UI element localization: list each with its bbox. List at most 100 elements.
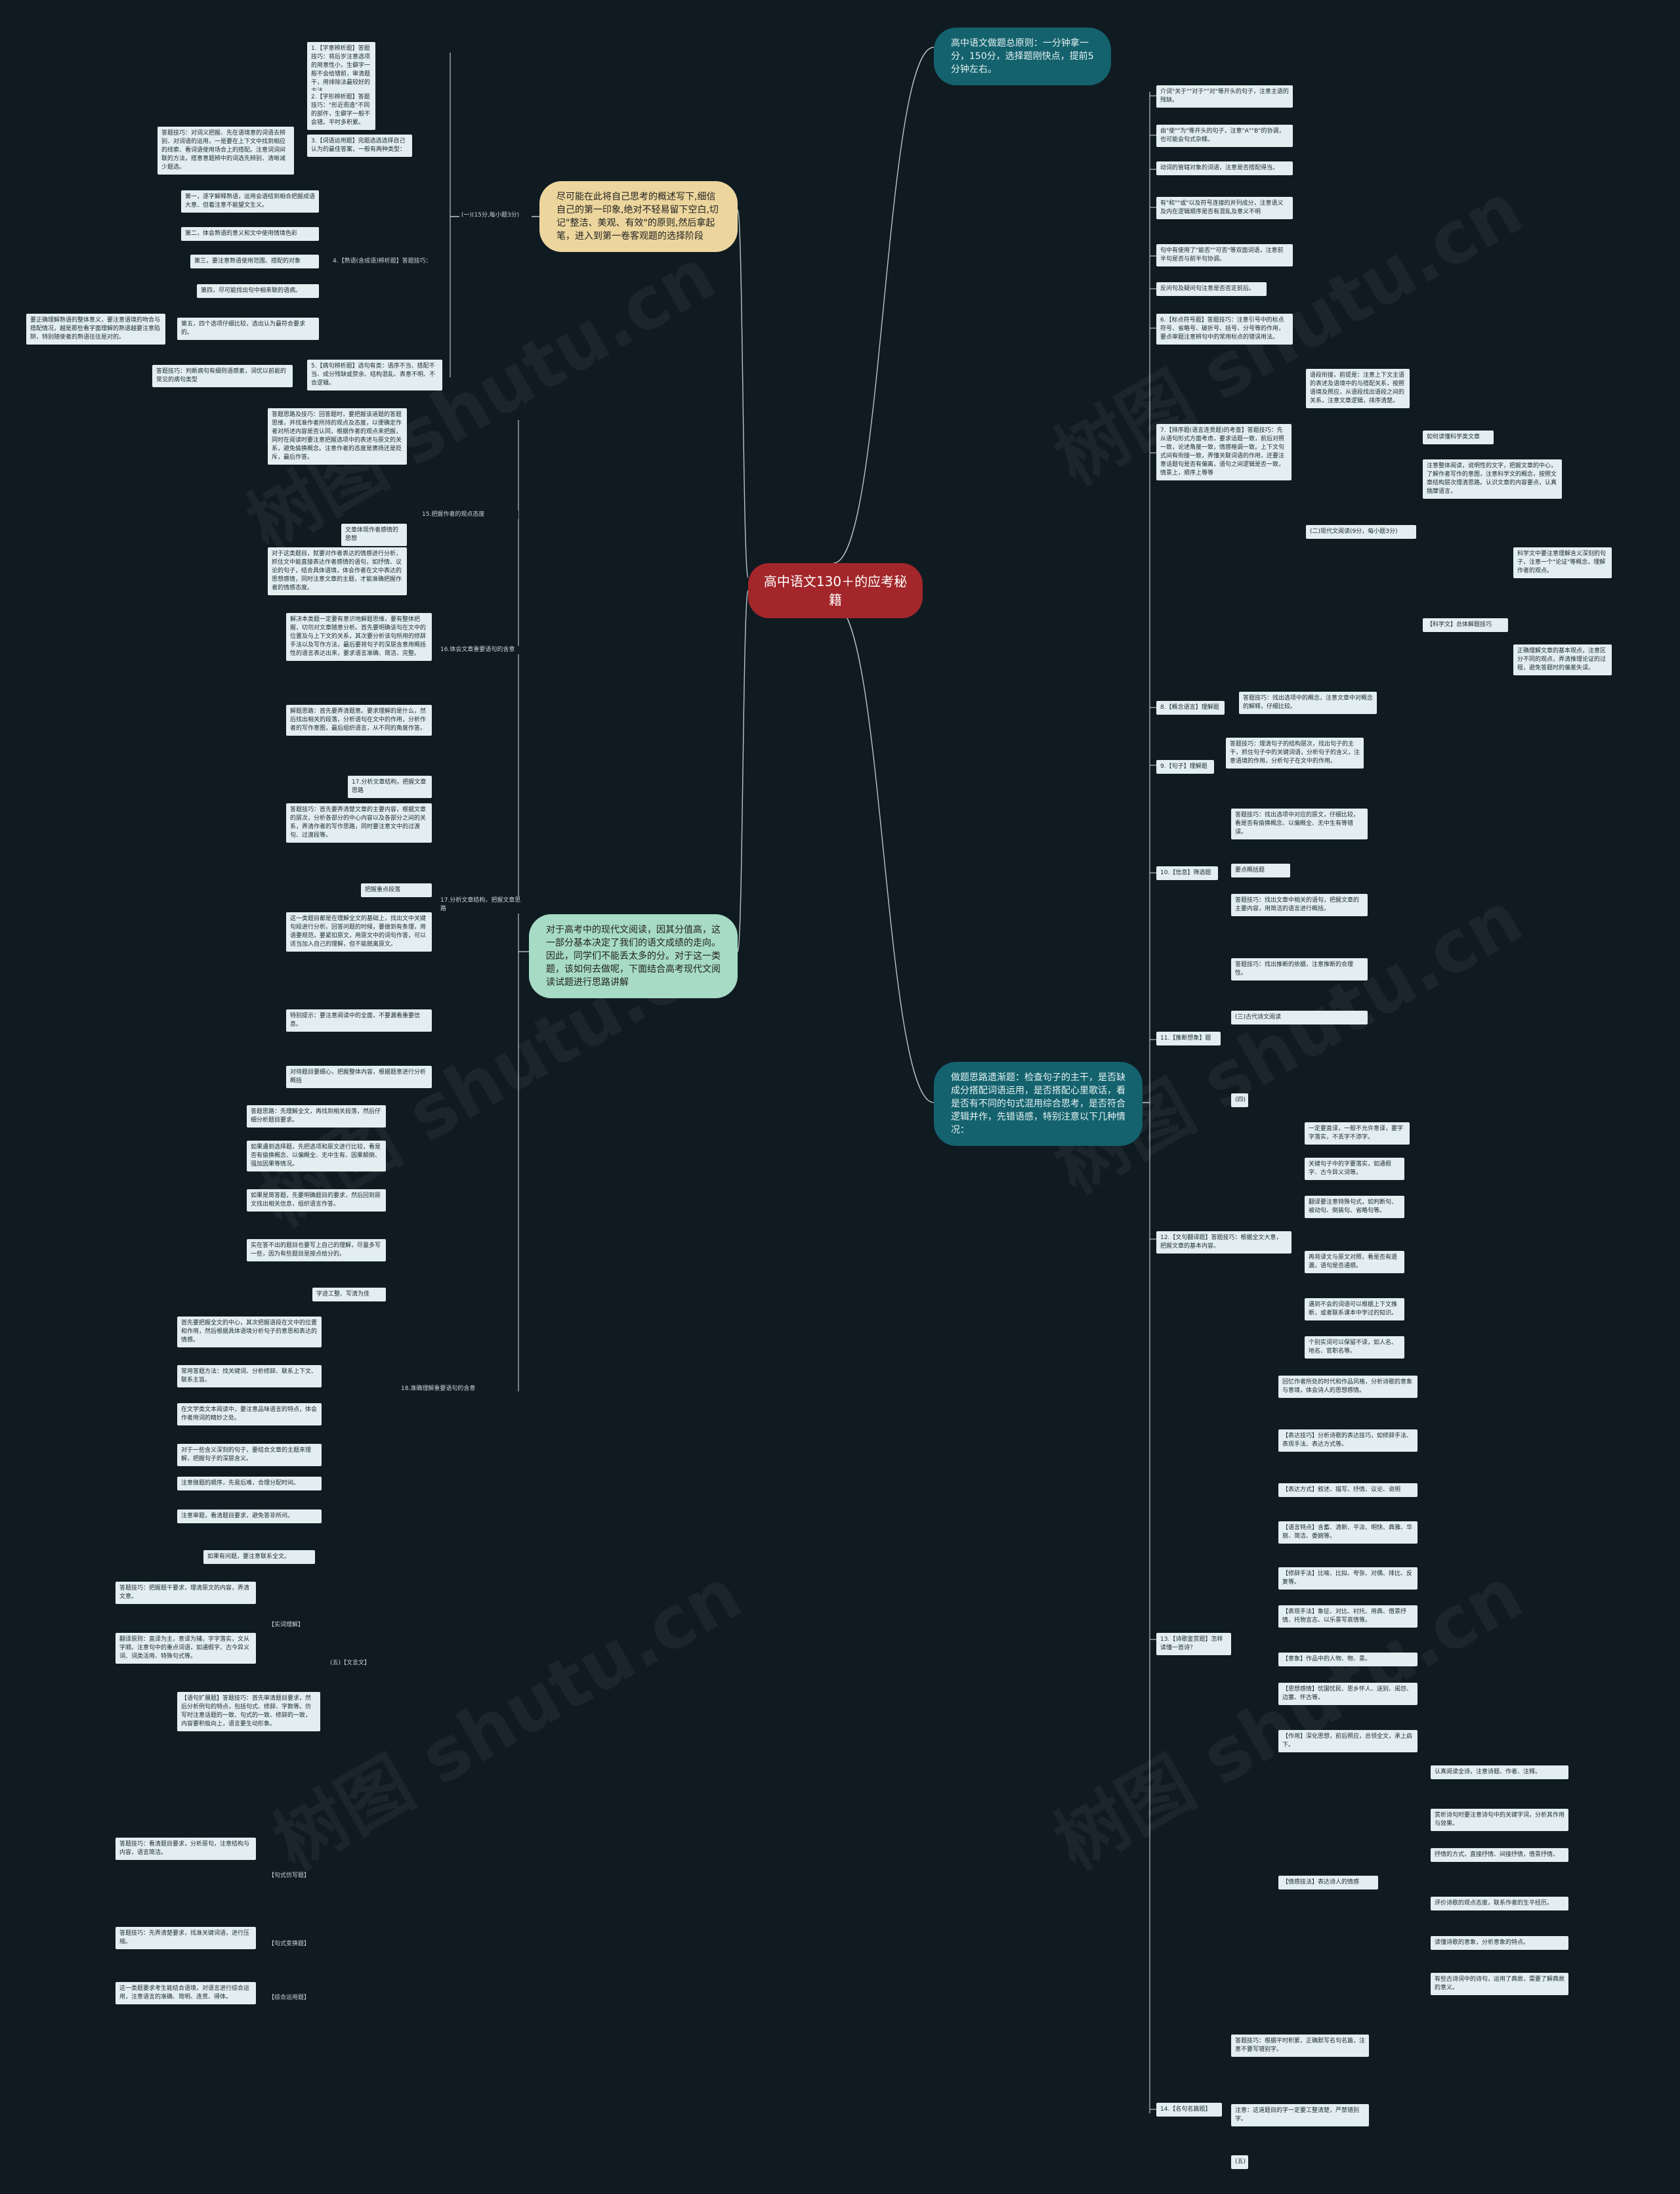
leaf-r13e: 遇到不会的词语可以根据上下文推断，或者联系课本中学过的知识。 <box>1305 1298 1404 1320</box>
leaf-idiom-4: 第四，尽可能找出句中相来联的语病。 <box>197 284 319 298</box>
connector <box>833 47 934 564</box>
leaf-m18c: 如果是简答题，先要明确题目的要求，然后回到原文找出相关信息，组织语言作答。 <box>247 1189 386 1212</box>
label-wy1: 【实词理解】 <box>266 1621 326 1630</box>
leaf-m18e: 字迹工整、写清为佳 <box>312 1288 386 1301</box>
leaf-wy2: 翻译原则：直译为主，意译为辅，字字落实，文从字顺。注意句中的重点词语，如通假字、… <box>116 1633 256 1664</box>
leaf-r16c: (五) <box>1231 2155 1248 2169</box>
leaf-r15a: 认真阅读全诗，注意诗题、作者、注释。 <box>1431 1765 1568 1779</box>
leaf-wy3: 【语句扩展题】答题技巧：首先审清题目要求，然后分析例句的特点，包括句式、修辞、字… <box>177 1692 320 1731</box>
leaf-wy6: 这一类题要求考生能结合语境，对语言进行综合运用，注意语言的准确、简明、连贯、得体… <box>116 1982 256 2004</box>
leaf-r14g: 【意象】作品中的人物、物、景。 <box>1278 1653 1418 1666</box>
leaf-r15e: 读懂诗歌的意象，分析意象的特点。 <box>1431 1936 1568 1950</box>
leaf-m18b: 如果遇到选择题，先把选项和原文进行比较，看是否有偷换概念、以偏概全、无中生有、因… <box>247 1141 386 1171</box>
leaf-r13f: 个别实词可以保留不译，如人名、地名、官职名等。 <box>1305 1336 1404 1359</box>
leaf-m18k: 注意审题，看清题目要求，避免答非所问。 <box>177 1509 322 1523</box>
leaf-m16: 解决本类题一定要有意识地解题思维，要有整体把握，切勿对文章随意分析。首先要明确该… <box>286 613 432 661</box>
leaf-r14c: 【表达方式】叙述、描写、抒情、议论、说明 <box>1278 1483 1418 1497</box>
leaf-wy4: 答题技巧：看清题目要求，分析原句，注意结构与内容，语言简洁。 <box>116 1838 256 1860</box>
leaf-r14-label: 13.【诗歌鉴赏题】怎样读懂一首诗？ <box>1156 1633 1231 1655</box>
leaf-m18a: 答题思路：先理解全文，再找到相关段落，然后仔细分析题目要求。 <box>247 1105 386 1128</box>
leaf-r15-label: 【情感技法】表达诗人的情感 <box>1278 1876 1378 1889</box>
leaf-r3: 动词的管辖对象的词语，注意是否搭配得当。 <box>1156 161 1293 175</box>
leaf-m15b: 文章体现作者感情的思想 <box>341 524 407 546</box>
leaf-r4: 有"和""或"以及符号连接的并列成分，注意语义及内在逻辑顺序是否有混乱及意义不明 <box>1156 197 1293 219</box>
leaf-r13a: 一定要直译，一般不允许意译，要字字落实，不丢字不添字。 <box>1305 1122 1410 1145</box>
leaf-word-usage: 3.【词语运用题】完题选选选择自己认为的最佳答案，一般有两种类型： <box>307 135 412 157</box>
branch-method[interactable]: 做题思路遗渐题：检查句子的主干，是否缺成分搭配词语运用，是否搭配心里歌话，看是否… <box>934 1062 1143 1146</box>
leaf-sentence-error: 5.【病句辨析题】选句有类：语序不当、搭配不当、成分残缺或赘余、结构混乱、表意不… <box>307 360 442 390</box>
label-section-1: (一)(15分,每小题3分) <box>459 211 532 220</box>
leaf-r16b: 注意：这道题目的字一定要工整清楚，严禁错别字。 <box>1231 2104 1369 2126</box>
leaf-m18d: 实在答不出的题目也要写上自己的理解，尽量多写一些，因为有些题目是按点给分的。 <box>247 1239 386 1261</box>
leaf-r12-label: 11.【推断想象】题 <box>1156 1032 1221 1045</box>
label-m15: 15.把握作者的观点态度 <box>420 511 518 519</box>
leaf-word-usage-tip: 答题技巧：对词义把握、先在语境意的词语去辨别、对词语的运用，一是要在上下文中找到… <box>158 127 294 175</box>
label-m16: 16.体会文章重要语句的含意 <box>438 646 524 654</box>
leaf-r11a: 答题技巧：找出选项中对应的原文，仔细比较，看是否有偷换概念、以偏概全、无中生有等… <box>1231 809 1368 839</box>
branch-modern-reading[interactable]: 对于高考中的现代文阅读，因其分值高，这一部分基本决定了我们的语文成绩的走向。因此… <box>529 914 738 998</box>
leaf-idiom-1: 第一，逐字解释熟语，运用会语结到相合把握成语大意、但着注意不能望文生义。 <box>181 190 319 213</box>
branch-time-strategy[interactable]: 高中语文做题总原则：一分钟拿一分，150分，选择题刚快点，提前5分钟左右。 <box>934 28 1111 85</box>
leaf-m18j: 注意做题的顺序，先易后难，合理分配时间。 <box>177 1477 322 1490</box>
branch-ancient-prose[interactable]: 尽可能在此将自己思考的概述写下,细信自己的第一印象,绝对不轻易留下空白,切记"整… <box>539 181 738 252</box>
leaf-m18g: 常用答题方法：找关键词、分析修辞、联系上下文、联系主旨。 <box>177 1365 322 1387</box>
root-topic[interactable]: 高中语文130＋的应考秘籍 <box>748 563 923 618</box>
leaf-r7: 6.【标点符号题】答题技巧：注意引号中的标点符号、省略号、破折号、括号、分号等的… <box>1156 314 1293 345</box>
leaf-m17e: 特别提示：要注意阅读中的全面，不要漏看重要信息。 <box>286 1009 432 1032</box>
leaf-m17f: 对待题目要细心，把握整体内容，根据题意进行分析概括 <box>286 1066 432 1088</box>
leaf-r8c: 注意整体阅读，说明性的文字，把握文章的中心，了解作者写作的意图，注意科学文的概念… <box>1423 459 1562 499</box>
leaf-idiom-6: 要正确理解熟语的整体意义，要注意语境的吻合与搭配情况，越是那些看字面理解的熟语越… <box>26 314 165 345</box>
label-idiom: 4.【熟语(含成语)辨析题】答题技巧： <box>331 257 449 266</box>
leaf-m18h: 在文学类文本阅读中，要注意品味语言的特点，体会作者用词的精妙之处。 <box>177 1403 322 1425</box>
leaf-r10-label: 9.【句子】理解题 <box>1156 760 1214 774</box>
leaf-r14h: 【思想感情】忧国忧民、思乡怀人、送别、闺怨、边塞、怀古等。 <box>1278 1683 1418 1705</box>
leaf-r12b: (三)古代诗文阅读 <box>1231 1011 1368 1024</box>
leaf-r15b: 赏析诗句时要注意诗句中的关键字词，分析其作用与效果。 <box>1431 1809 1568 1831</box>
leaf-r15d: 评价诗歌的观点态度，联系作者的生平经历。 <box>1431 1897 1568 1910</box>
leaf-r14a: 回忆作者所处的时代和作品风格，分析诗歌的意象与意境，体会诗人的思想感情。 <box>1278 1376 1418 1398</box>
leaf-r8-label: 7.【排序题(语言连贯题)的考查】答题技巧：先从语句形式方面考虑，要求话题一致，… <box>1156 424 1292 480</box>
leaf-r11-label: 10.【信息】筛选题 <box>1156 866 1218 880</box>
leaf-r14b: 【表达技巧】分析诗歌的表达技巧，如修辞手法、表现手法、表达方式等。 <box>1278 1429 1418 1452</box>
leaf-r14i: 【作用】深化思想，前后照应，总领全文，承上启下。 <box>1278 1730 1418 1752</box>
leaf-r13d: 再将译文与原文对照，看是否有遗漏，语句是否通顺。 <box>1305 1251 1404 1273</box>
connector <box>737 590 749 952</box>
label-wy5: 【句式变换题】 <box>266 1940 326 1949</box>
leaf-r13c: 翻译要注意特殊句式，如判断句、被动句、倒装句、省略句等。 <box>1305 1196 1404 1218</box>
leaf-r13b: 关键句子中的字要落实，如通假字、古今异义词等。 <box>1305 1158 1404 1180</box>
leaf-sentence-error-tip: 答题技巧：判断病句有细则语感素，词优以前能的常见的病句类型 <box>152 365 293 387</box>
leaf-r14f: 【表现手法】象征、对比、衬托、用典、借景抒情、托物言志、以乐景写哀情等。 <box>1278 1605 1418 1628</box>
leaf-r8e: 科学文中要注意理解含义深刻的句子，注意一个"论证"等概念，理解作者的观点。 <box>1513 547 1612 578</box>
leaf-r9-label: 8.【概念语言】理解题 <box>1156 701 1225 715</box>
leaf-m17-label-a: 17.分析文章结构，把握文章思路 <box>348 776 432 798</box>
label-m18: 18.准确理解重要语句的含意 <box>399 1385 517 1393</box>
leaf-r9: 答题技巧：找出选项中的概念，注意文章中对概念的解释，仔细比较。 <box>1239 692 1377 714</box>
leaf-r14e: 【修辞手法】比喻、比拟、夸张、对偶、排比、反复等。 <box>1278 1567 1418 1590</box>
connector <box>737 209 749 578</box>
leaf-r1: 介词"关于""对于""对"等开头的句子，注意主语的残缺。 <box>1156 85 1293 108</box>
leaf-r8b: 如何读懂科学类文章 <box>1423 431 1494 444</box>
leaf-m18i: 对于一些含义深刻的句子，要结合文章的主题来理解，把握句子的深层含义。 <box>177 1444 322 1466</box>
leaf-m17c: 把握重点段落 <box>361 883 432 897</box>
leaf-r5: 句中有使用了"能否""可否"等双面词语，注意前半句是否与前半句协调。 <box>1156 244 1293 266</box>
leaf-r12c: (四) <box>1231 1093 1248 1107</box>
leaf-r11c: 答题技巧：找出文章中相关的语句，把握文章的主要内容，用简洁的语言进行概括。 <box>1231 894 1368 916</box>
leaf-m15: 答题思路及技巧：回答题时，要把握该道题的答题思维，并找准作者所持的观点及态度，以… <box>268 408 407 465</box>
label-m17: 17.分析文章结构，把握文章思路 <box>438 897 524 914</box>
label-wy4: 【句式仿写题】 <box>266 1872 326 1880</box>
label-classical: (五)【文言文】 <box>328 1659 394 1668</box>
leaf-r6: 反问句及疑问句注意是否否定前后。 <box>1156 282 1267 296</box>
leaf-r10: 答题技巧：理清句子的结构层次，找出句子的主干，抓住句子中的关键词语，分析句子的含… <box>1226 738 1364 769</box>
leaf-wy5: 答题技巧：先弄清楚要求，找准关键词语，进行压缩。 <box>116 1927 256 1949</box>
leaf-r16-label: 14.【名句名篇题】 <box>1156 2103 1222 2117</box>
leaf-char-meaning: 1.【字意辨析题】答题技巧：将后岁注意选项的用意性小，生僻字一般不会给错前，审清… <box>307 42 375 98</box>
leaf-idiom-2: 第二，体会熟语的意义和文中使用情境色彩 <box>181 227 319 241</box>
leaf-r8f: 【科学文】总体解题技巧 <box>1423 618 1508 632</box>
leaf-r15c: 抒情的方式，直接抒情、间接抒情，借景抒情。 <box>1431 1848 1568 1862</box>
leaf-r13-label: 12.【文句翻译题】答题技巧：根据全文大意，把握文章的基本内容。 <box>1156 1231 1292 1254</box>
leaf-m17d: 这一类题目都是在理解全文的基础上，找出文中关键句段进行分析。回答问题的时候，要做… <box>286 912 432 952</box>
leaf-idiom-5: 第五，四个选项仔细比较，选出认为最符合要求的。 <box>177 318 319 340</box>
leaf-r8a: 语段衔接，前提是：注意上下文主语的表述及语境中的与搭配关系，按照语境及照应，从语… <box>1306 369 1410 408</box>
leaf-m17a: 解题思路：首先要弄清题意。要求理解的是什么，然后找出相关的段落，分析语句在文中的… <box>286 705 432 736</box>
leaf-r2: 由"使""为"等开头的句子，注意"A""B"的协调，也可能会句式杂糅。 <box>1156 125 1293 147</box>
